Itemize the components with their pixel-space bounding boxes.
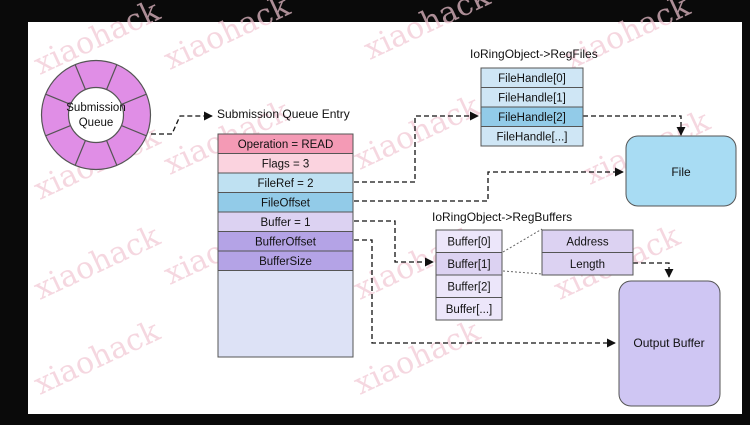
regbuffers-row-label: Buffer[2]: [447, 281, 490, 293]
connector-buffer-to-regbuffers: [354, 220, 434, 267]
sqe-row-label: FileRef = 2: [258, 178, 314, 190]
ring-band: [41, 60, 151, 170]
sqe-title: Submission Queue Entry: [217, 107, 350, 121]
ring-outer-edge: [40, 59, 152, 171]
ring-spoke: [105, 140, 118, 166]
sqe-row-6: [217, 250, 354, 271]
connector-bufferoffset-to-output: [354, 239, 616, 348]
regbuffers-row-label: Buffer[0]: [447, 236, 490, 248]
connector-sq-to-entry: [151, 111, 213, 135]
sqe-row-label: Buffer = 1: [261, 217, 311, 229]
connector-fileoffset-to-file: [354, 167, 624, 202]
bufentry-row-label: Address: [566, 236, 608, 248]
connector-layer: [151, 111, 686, 348]
bufentry-row-label: Length: [570, 259, 605, 271]
regfiles-row-label: FileHandle[1]: [498, 92, 566, 104]
regfiles-row-label: FileHandle[2]: [498, 112, 566, 124]
ring-spoke: [74, 64, 87, 90]
output-buffer-label: Output Buffer: [633, 336, 704, 350]
regfiles-row-label: FileHandle[...]: [497, 131, 568, 143]
ring-spoke: [74, 140, 87, 166]
connector-filehandle-to-file: [583, 115, 686, 136]
sqe-rows: Operation = READ Flags = 3 FileRef = 2 File…: [217, 133, 354, 271]
bufentry-row-1: [541, 252, 634, 276]
ring-spoke: [105, 64, 118, 90]
regbuffers-row-label: Buffer[1]: [447, 259, 490, 271]
sqe-row-label: FileOffset: [261, 197, 311, 209]
file-label: File: [671, 165, 691, 179]
sqe-row-label: BufferOffset: [255, 236, 317, 248]
regbuffers-title: IoRingObject->RegBuffers: [432, 210, 572, 224]
file-box: [625, 135, 737, 207]
sq-label-line2: Queue: [79, 117, 114, 129]
regbuffers-table: Buffer[0] Buffer[1] Buffer[2] Buffer[...]: [435, 229, 503, 321]
sqe-row-label: Operation = READ: [238, 139, 334, 151]
zoom-line-bottom: [502, 270, 543, 275]
ring-spokes: [45, 64, 147, 166]
regbuffers-row-label: Buffer[...]: [446, 304, 492, 316]
regbuffers-row-3: [435, 297, 503, 321]
output-buffer-box: [618, 280, 721, 407]
ring-spoke: [121, 124, 147, 137]
ring-spoke: [45, 93, 71, 106]
ring-spoke: [121, 93, 147, 106]
connector-length-to-output: [633, 262, 674, 278]
ring-inner-circle: [67, 86, 125, 144]
zoom-line-top: [502, 228, 543, 253]
sq-label-line1: Submission: [66, 102, 125, 114]
sqe-row-label: Flags = 3: [262, 158, 310, 170]
zoom-lines: [502, 228, 543, 275]
ring-spoke: [45, 124, 71, 137]
regfiles-table: FileHandle[0] FileHandle[1] FileHandle[2] F…: [480, 67, 584, 147]
submission-queue-ring: Submission Queue: [40, 59, 152, 171]
regfiles-title: IoRingObject->RegFiles: [470, 47, 598, 61]
regfiles-row-label: FileHandle[0]: [498, 73, 566, 85]
sqe-row-label: BufferSize: [259, 256, 312, 268]
regfiles-row-3: [480, 126, 584, 147]
